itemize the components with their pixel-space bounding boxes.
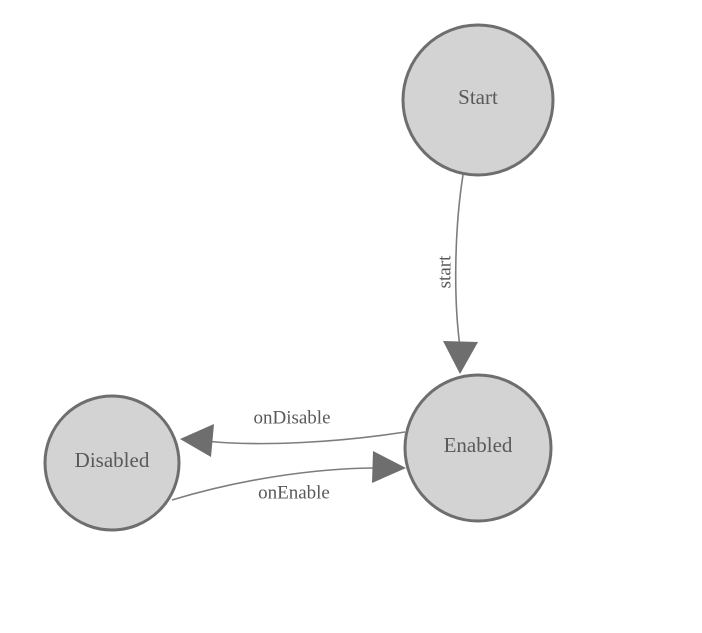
edge-path-disabled-to-enabled	[171, 467, 379, 501]
node-disabled-circle	[43, 394, 181, 532]
node-start-circle	[401, 23, 555, 177]
node-enabled-circle	[403, 373, 553, 523]
node-disabled-label: Disabled	[75, 448, 150, 472]
node-enabled-label: Enabled	[444, 433, 513, 457]
node-start[interactable]: Start	[401, 23, 555, 177]
edge-label-ondisable: onDisable	[253, 407, 330, 428]
edge-start-to-enabled[interactable]: start	[434, 174, 478, 374]
arrow-head-into-enabled-left	[372, 451, 406, 483]
arrow-head-into-disabled	[180, 424, 214, 457]
edge-disabled-to-enabled[interactable]: onEnable	[171, 451, 406, 503]
edge-label-start: start	[434, 255, 455, 288]
arrow-head-into-enabled-top	[443, 341, 478, 374]
node-disabled[interactable]: Disabled	[43, 394, 181, 532]
node-enabled[interactable]: Enabled	[403, 373, 553, 523]
node-start-label: Start	[458, 85, 498, 109]
edge-path-enabled-to-disabled	[204, 431, 406, 445]
edge-path-start-to-enabled	[454, 174, 464, 348]
edge-enabled-to-disabled[interactable]: onDisable	[180, 407, 406, 457]
edge-label-onenable: onEnable	[258, 482, 330, 503]
